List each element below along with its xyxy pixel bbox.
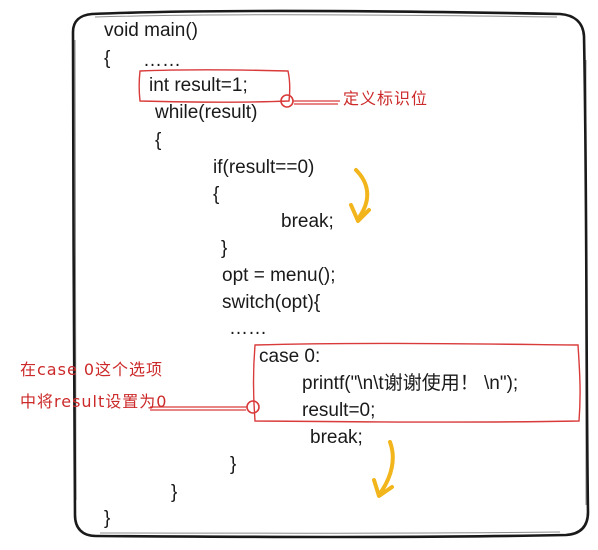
code-line-void-main: void main() bbox=[104, 20, 198, 41]
code-line-open-brace-main: { bbox=[104, 48, 111, 69]
code-line-close-brace-if: } bbox=[221, 238, 228, 259]
break-jump-arrowhead-bottom bbox=[372, 478, 394, 498]
code-line-result-zero: result=0; bbox=[302, 400, 376, 421]
code-line-break-case: break; bbox=[310, 427, 363, 448]
code-line-open-brace-if: { bbox=[213, 184, 220, 205]
code-line-ellipsis-top: …… bbox=[143, 50, 181, 71]
code-line-close-brace-main: } bbox=[104, 508, 111, 529]
break-jump-arrow-bottom bbox=[379, 440, 395, 494]
declaration-connector-line bbox=[293, 100, 340, 105]
code-line-close-brace-while: } bbox=[171, 482, 178, 503]
code-line-open-brace-while: { bbox=[155, 130, 162, 151]
case-note-line-1: 在case 0这个选项 bbox=[20, 360, 164, 379]
code-line-break-if: break; bbox=[281, 211, 334, 232]
code-line-int-result: int result=1; bbox=[149, 75, 248, 96]
outer-frame-sketch bbox=[74, 14, 587, 534]
code-line-if: if(result==0) bbox=[213, 157, 315, 178]
case-note-line-2: 中将result设置为0 bbox=[20, 392, 168, 411]
break-jump-arrowhead-top bbox=[349, 203, 371, 223]
code-line-ellipsis-switch: …… bbox=[229, 318, 267, 339]
break-jump-arrow-top bbox=[354, 168, 370, 218]
case-connector-line bbox=[150, 406, 247, 411]
code-line-close-brace-switch: } bbox=[230, 454, 237, 475]
case-connector-dot bbox=[246, 400, 260, 414]
outer-frame bbox=[71, 9, 590, 539]
code-line-opt-menu: opt = menu(); bbox=[222, 265, 336, 286]
code-line-case-0: case 0: bbox=[259, 346, 321, 367]
declaration-highlight-box bbox=[138, 69, 291, 103]
case-highlight-box bbox=[252, 342, 581, 423]
code-line-while: while(result) bbox=[155, 102, 258, 123]
flag-label-annotation: 定义标识位 bbox=[343, 89, 429, 108]
code-line-switch: switch(opt){ bbox=[222, 292, 321, 313]
code-line-printf: printf("\n\t谢谢使用！ \n"); bbox=[302, 373, 519, 394]
